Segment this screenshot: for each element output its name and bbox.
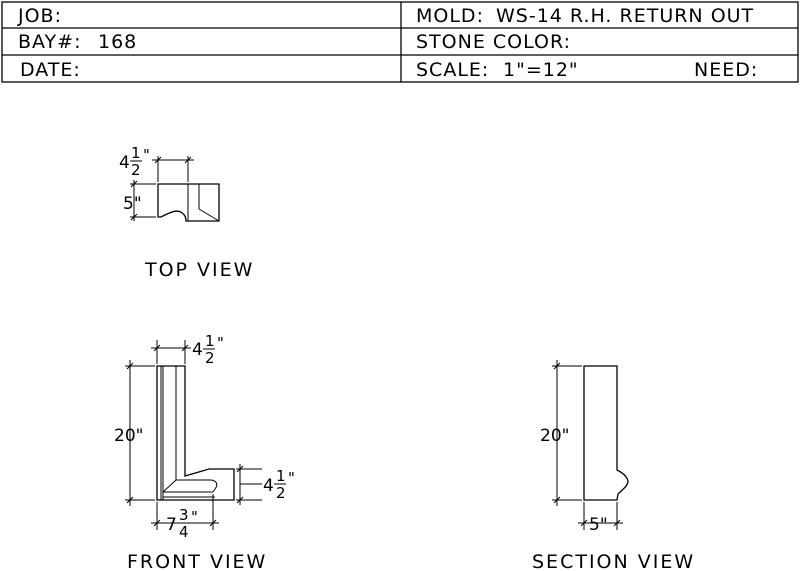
- top-width-unit: ": [143, 146, 150, 164]
- top-height-dimension: 5": [123, 194, 142, 214]
- mold-label: MOLD:: [416, 5, 484, 27]
- front-top-den: 2: [205, 349, 215, 367]
- front-view-outline: [156, 365, 235, 501]
- job-label: JOB:: [17, 5, 62, 27]
- front-top-whole: 4: [192, 340, 203, 360]
- top-view: 4 1 2 " 5" TOP VIEW: [119, 144, 254, 281]
- title-block-frame: [1, 1, 799, 83]
- front-top-num: 1: [205, 332, 215, 350]
- top-width-dimension: 4 1 2 ": [119, 144, 150, 179]
- section-view: 20" 5" SECTION VIEW: [532, 360, 695, 571]
- stone-color-label: STONE COLOR:: [416, 31, 571, 53]
- top-width-den: 2: [131, 161, 141, 179]
- front-height-dimension: 20": [114, 426, 143, 446]
- scale-label: SCALE:: [416, 59, 489, 81]
- front-top-dimension: 4 1 2 ": [192, 332, 224, 367]
- front-top-unit: ": [217, 334, 224, 352]
- top-width-whole: 4: [119, 153, 130, 173]
- scale-value: 1"=12": [503, 59, 579, 81]
- bay-value: 168: [98, 31, 137, 53]
- front-bottom-num: 3: [179, 506, 189, 524]
- front-bottom-whole: 7: [166, 515, 177, 535]
- front-bottom-den: 4: [179, 523, 189, 541]
- date-label: DATE:: [20, 59, 81, 81]
- section-bottom-dimension: 5": [589, 515, 608, 535]
- front-right-whole: 4: [263, 476, 274, 496]
- top-view-outline: [157, 183, 220, 222]
- front-right-den: 2: [276, 484, 286, 502]
- front-bottom-dimension: 7 3 4 ": [166, 506, 198, 541]
- title-block: JOB: BAY#: 168 DATE: MOLD: WS-14 R.H. RE…: [1, 1, 799, 83]
- front-right-dimension: 4 1 2 ": [263, 467, 295, 502]
- bay-label: BAY#:: [18, 31, 81, 53]
- front-right-unit: ": [288, 469, 295, 487]
- top-view-label: TOP VIEW: [144, 259, 254, 281]
- front-right-num: 1: [276, 467, 286, 485]
- section-height-dimension: 20": [540, 426, 569, 446]
- mold-value: WS-14 R.H. RETURN OUT: [496, 5, 754, 27]
- need-label: NEED:: [694, 59, 758, 81]
- front-view-label: FRONT VIEW: [127, 551, 267, 571]
- section-view-outline: [583, 365, 629, 501]
- section-view-label: SECTION VIEW: [532, 551, 695, 571]
- top-width-num: 1: [131, 144, 141, 162]
- front-view: 20" 4 1 2 " 4 1 2 ": [114, 332, 295, 571]
- front-bottom-unit: ": [191, 508, 198, 526]
